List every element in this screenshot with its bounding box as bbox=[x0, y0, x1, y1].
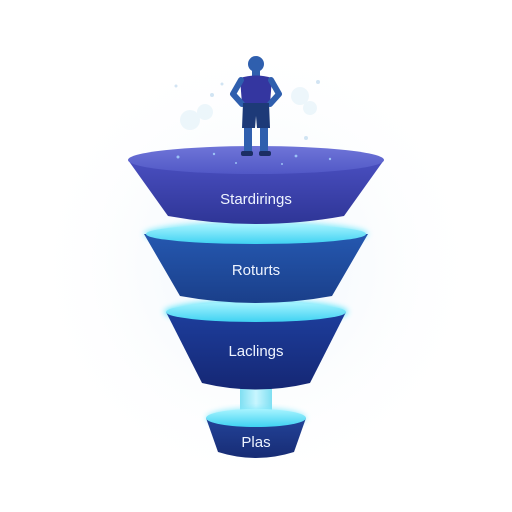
stage-2-label: Roturts bbox=[232, 262, 280, 279]
standing-person-icon bbox=[230, 56, 282, 156]
stage-1-label: Stardirings bbox=[220, 191, 292, 208]
stage-3-label: Laclings bbox=[228, 343, 283, 360]
stage-4-label: Plas bbox=[241, 434, 270, 451]
funnel-stage-3: Laclings bbox=[164, 300, 348, 390]
funnel-stage-2: Roturts bbox=[144, 222, 368, 303]
funnel-stage-4: Plas bbox=[206, 388, 306, 458]
decorative-sparkles bbox=[174, 80, 320, 140]
funnel-stage-1: Stardirings bbox=[128, 146, 384, 224]
